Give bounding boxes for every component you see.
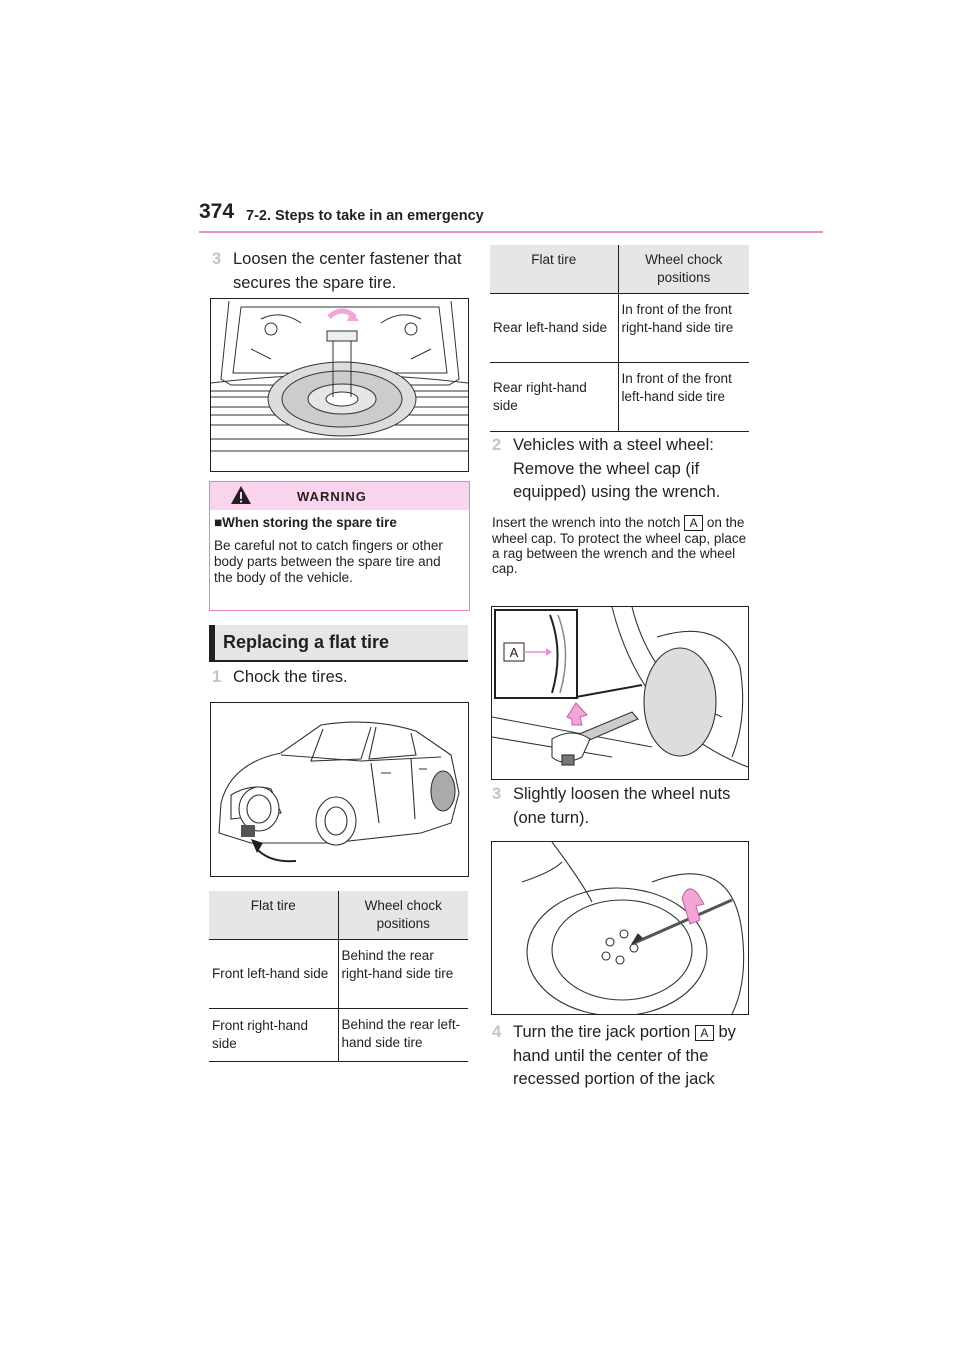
table-cell: Rear right-hand side	[490, 362, 618, 432]
wheel-cap-figure: A	[491, 606, 749, 780]
table-header-row: Flat tire Wheel chock positions	[490, 245, 749, 294]
step-text: Vehicles with a steel wheel: Remove the …	[513, 436, 721, 501]
warning-triangle-icon	[231, 486, 251, 504]
table-row: Front right-hand side Behind the rear le…	[209, 1008, 468, 1062]
table-row: Front left-hand side Behind the rear rig…	[209, 939, 468, 1009]
table-cell: Rear left-hand side	[490, 293, 618, 363]
warning-box: WARNING ■When storing the spare tire Be …	[209, 481, 470, 611]
step-number: 2	[492, 436, 502, 454]
car-chock-illustration	[218, 721, 460, 863]
step-text-before: Turn the tire jack portion	[513, 1023, 691, 1041]
table-cell: Behind the rear left-hand side tire	[337, 1008, 468, 1062]
page-number: 374	[199, 200, 235, 223]
table-header-row: Flat tire Wheel chock positions	[209, 891, 468, 940]
table-cell: In front of the front left-hand side tir…	[617, 362, 749, 432]
section-heading-text: Replacing a flat tire	[223, 632, 390, 652]
table-cell: Behind the rear right-hand side tire	[337, 939, 468, 1009]
car-chock-figure	[210, 702, 469, 877]
step-2: 2 Vehicles with a steel wheel: Remove th…	[492, 434, 754, 506]
wheel-nuts-illustration	[521, 842, 745, 1014]
wheel-cap-illustration: A	[492, 607, 748, 768]
table-row: Rear right-hand side In front of the fro…	[490, 362, 749, 432]
step-4: 4 Turn the tire jack portion A by hand u…	[492, 1021, 754, 1093]
warning-title: WARNING	[297, 489, 367, 504]
step-text: Loosen the center fastener that secures …	[233, 250, 462, 292]
wheel-chock-table-front: Flat tire Wheel chock positions Front le…	[209, 891, 468, 1062]
step-3-left: 3 Loosen the center fastener that secure…	[212, 248, 474, 296]
figure-label-a: A	[510, 645, 519, 660]
table-cell: In front of the front right-hand side ti…	[617, 293, 749, 363]
spare-tire-illustration	[211, 300, 468, 452]
step-text: Chock the tires.	[233, 668, 348, 686]
table-cell: Front right-hand side	[209, 1008, 338, 1062]
step-number: 4	[492, 1023, 502, 1041]
step-1: 1 Chock the tires.	[212, 666, 474, 690]
step-3-right: 3 Slightly loosen the wheel nuts (one tu…	[492, 783, 754, 831]
warning-subtitle: ■When storing the spare tire	[214, 515, 397, 530]
step-text: Turn the tire jack portion A by hand unt…	[513, 1021, 753, 1092]
step-number: 3	[212, 250, 222, 268]
warning-body: Be careful not to catch fingers or other…	[214, 538, 443, 585]
wheel-chock-table-rear: Flat tire Wheel chock positions Rear lef…	[490, 245, 749, 432]
note-line1: Insert the wrench into the notch	[492, 515, 681, 530]
note-rest: on the wheel cap. To protect the wheel c…	[492, 515, 747, 576]
spare-tire-figure	[210, 298, 469, 472]
step-number: 3	[492, 785, 502, 803]
step-text: Slightly loosen the wheel nuts (one turn…	[513, 785, 731, 827]
table-header: Wheel chock positions	[617, 245, 749, 294]
wheel-nuts-figure	[491, 841, 749, 1015]
table-header: Wheel chock positions	[337, 891, 468, 940]
section-heading: Replacing a flat tire	[209, 625, 468, 662]
label-a-box: A	[694, 1025, 714, 1041]
table-cell: Front left-hand side	[209, 939, 338, 1009]
step-text-after: by hand until the center of the recessed…	[513, 1023, 736, 1088]
note-text: Insert the wrench into the notch A on th…	[492, 515, 748, 576]
table-header: Flat tire	[209, 891, 338, 940]
header-rule	[199, 231, 823, 233]
table-row: Rear left-hand side In front of the fron…	[490, 293, 749, 363]
section-title: 7-2. Steps to take in an emergency	[246, 208, 484, 224]
warning-header: WARNING	[210, 482, 469, 510]
step-number: 1	[212, 668, 222, 686]
table-header: Flat tire	[490, 245, 618, 294]
label-a-box: A	[684, 515, 704, 531]
